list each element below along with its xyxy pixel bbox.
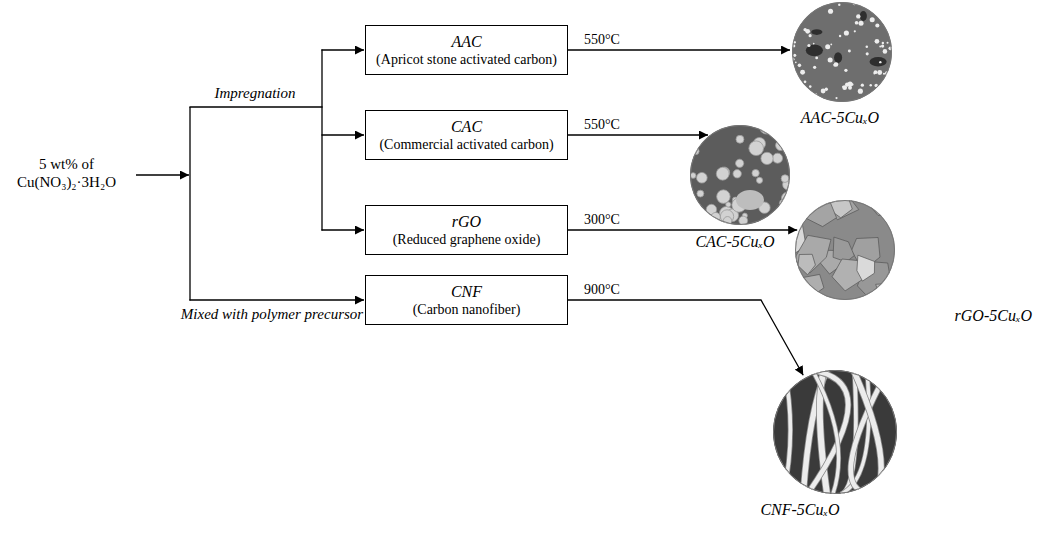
box-subtitle: (Reduced graphene oxide) xyxy=(393,231,541,248)
sem-image-node: CNF-5CuₓO xyxy=(773,370,897,494)
branch-arrow xyxy=(189,299,364,300)
split-line xyxy=(189,107,190,301)
heating-arrow xyxy=(568,229,797,230)
sample-label: AAC-5CuₓO xyxy=(801,108,879,127)
box-title: rGO xyxy=(452,212,481,231)
process-box: CNF(Carbon nanofiber) xyxy=(365,275,568,325)
heating-arrow xyxy=(568,134,708,135)
feed-arrow xyxy=(136,174,189,175)
heating-arrow xyxy=(568,49,790,50)
method-label: Impregnation xyxy=(214,84,295,102)
sample-label: CNF-5CuₓO xyxy=(760,500,839,519)
box-title: AAC xyxy=(451,32,481,51)
temperature-label: 300°C xyxy=(582,211,622,228)
sem-image-node: AAC-5CuₓO xyxy=(792,2,892,102)
temperature-label: 550°C xyxy=(582,116,622,133)
box-subtitle: (Commercial activated carbon) xyxy=(379,136,553,153)
process-box: AAC(Apricot stone activated carbon) xyxy=(365,25,568,75)
branch-arrow xyxy=(321,49,364,50)
branch-arrow xyxy=(321,229,364,230)
sem-image xyxy=(690,125,790,225)
heating-arrow xyxy=(568,300,803,375)
sem-image xyxy=(773,370,897,494)
sem-image xyxy=(795,200,895,300)
sem-image xyxy=(792,2,892,102)
temperature-label: 550°C xyxy=(582,31,622,48)
process-box: CAC(Commercial activated carbon) xyxy=(365,110,568,160)
sem-image-node: CAC-5CuₓO xyxy=(690,125,790,225)
method-label: Mixed with polymer precursor xyxy=(181,305,363,323)
box-title: CNF xyxy=(451,282,482,301)
split-line xyxy=(321,49,322,230)
sample-label: rGO-5CuₓO xyxy=(955,306,1032,325)
precursor-label: 5 wt% of Cu(NO₃)₂·3H₂O xyxy=(4,155,129,191)
box-title: CAC xyxy=(451,117,482,136)
sample-label: CAC-5CuₓO xyxy=(695,232,774,251)
branch-arrow xyxy=(321,134,364,135)
temperature-label: 900°C xyxy=(582,281,622,298)
box-subtitle: (Apricot stone activated carbon) xyxy=(376,51,557,68)
box-subtitle: (Carbon nanofiber) xyxy=(413,301,521,318)
impregnation-line xyxy=(189,106,322,107)
process-box: rGO(Reduced graphene oxide) xyxy=(365,205,568,255)
sem-image-node: rGO-5CuₓO xyxy=(795,200,895,300)
